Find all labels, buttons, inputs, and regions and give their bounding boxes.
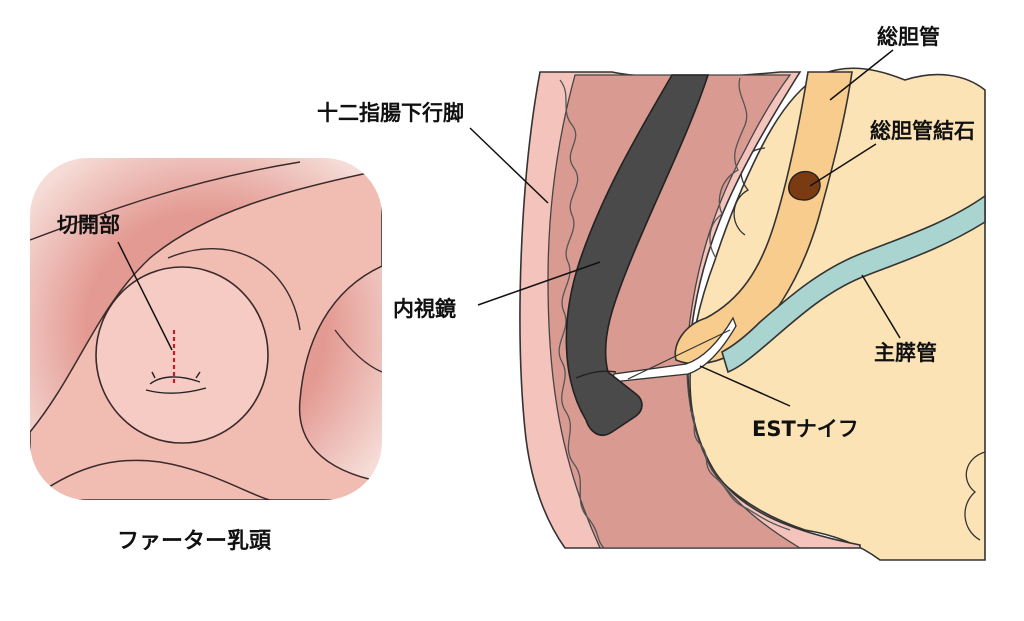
right-fold-line (334, 329, 382, 373)
label-common-bile-duct: 総胆管 (877, 25, 940, 49)
papilla-inset: 切開部 ファーター乳頭 (30, 158, 382, 554)
main-pancreatic-duct (721, 194, 986, 374)
inset-caption: ファーター乳頭 (117, 528, 272, 554)
label-bile-duct-stone: 総胆管結石 (870, 119, 975, 143)
label-duodenum-descending: 十二指腸下行脚 (317, 101, 464, 125)
papilla (95, 266, 269, 444)
est-knife-wire (627, 329, 731, 380)
leader-pancreatic-duct (861, 274, 901, 339)
lower-fold (30, 459, 271, 500)
bile-duct-stone (788, 171, 821, 201)
incision-leader (117, 241, 173, 351)
leader-stone (809, 143, 877, 187)
common-bile-duct (674, 71, 853, 365)
leader-est-knife (699, 365, 791, 407)
leader-duodenum (469, 127, 549, 204)
mucosal-folds-right (709, 77, 748, 259)
papilla-orifice (145, 371, 207, 394)
label-est-knife: ESTナイフ (752, 417, 859, 441)
label-incision: 切開部 (57, 213, 120, 237)
label-endoscope: 内視鏡 (393, 297, 456, 321)
leader-common-bile-duct (829, 49, 894, 101)
leader-endoscope (477, 261, 601, 306)
label-main-pancreatic-duct: 主膵管 (874, 341, 937, 365)
cross-section: 十二指腸下行脚 内視鏡 総胆管 総胆管結石 主膵管 ESTナイフ (317, 25, 986, 561)
endoscope-bend-line (575, 370, 617, 379)
endoscope (565, 74, 710, 436)
mucosal-folds-lower (689, 409, 791, 531)
upper-fold-line (30, 161, 301, 241)
mucosal-folds-left (558, 79, 605, 549)
inner-fold-line (167, 248, 301, 331)
